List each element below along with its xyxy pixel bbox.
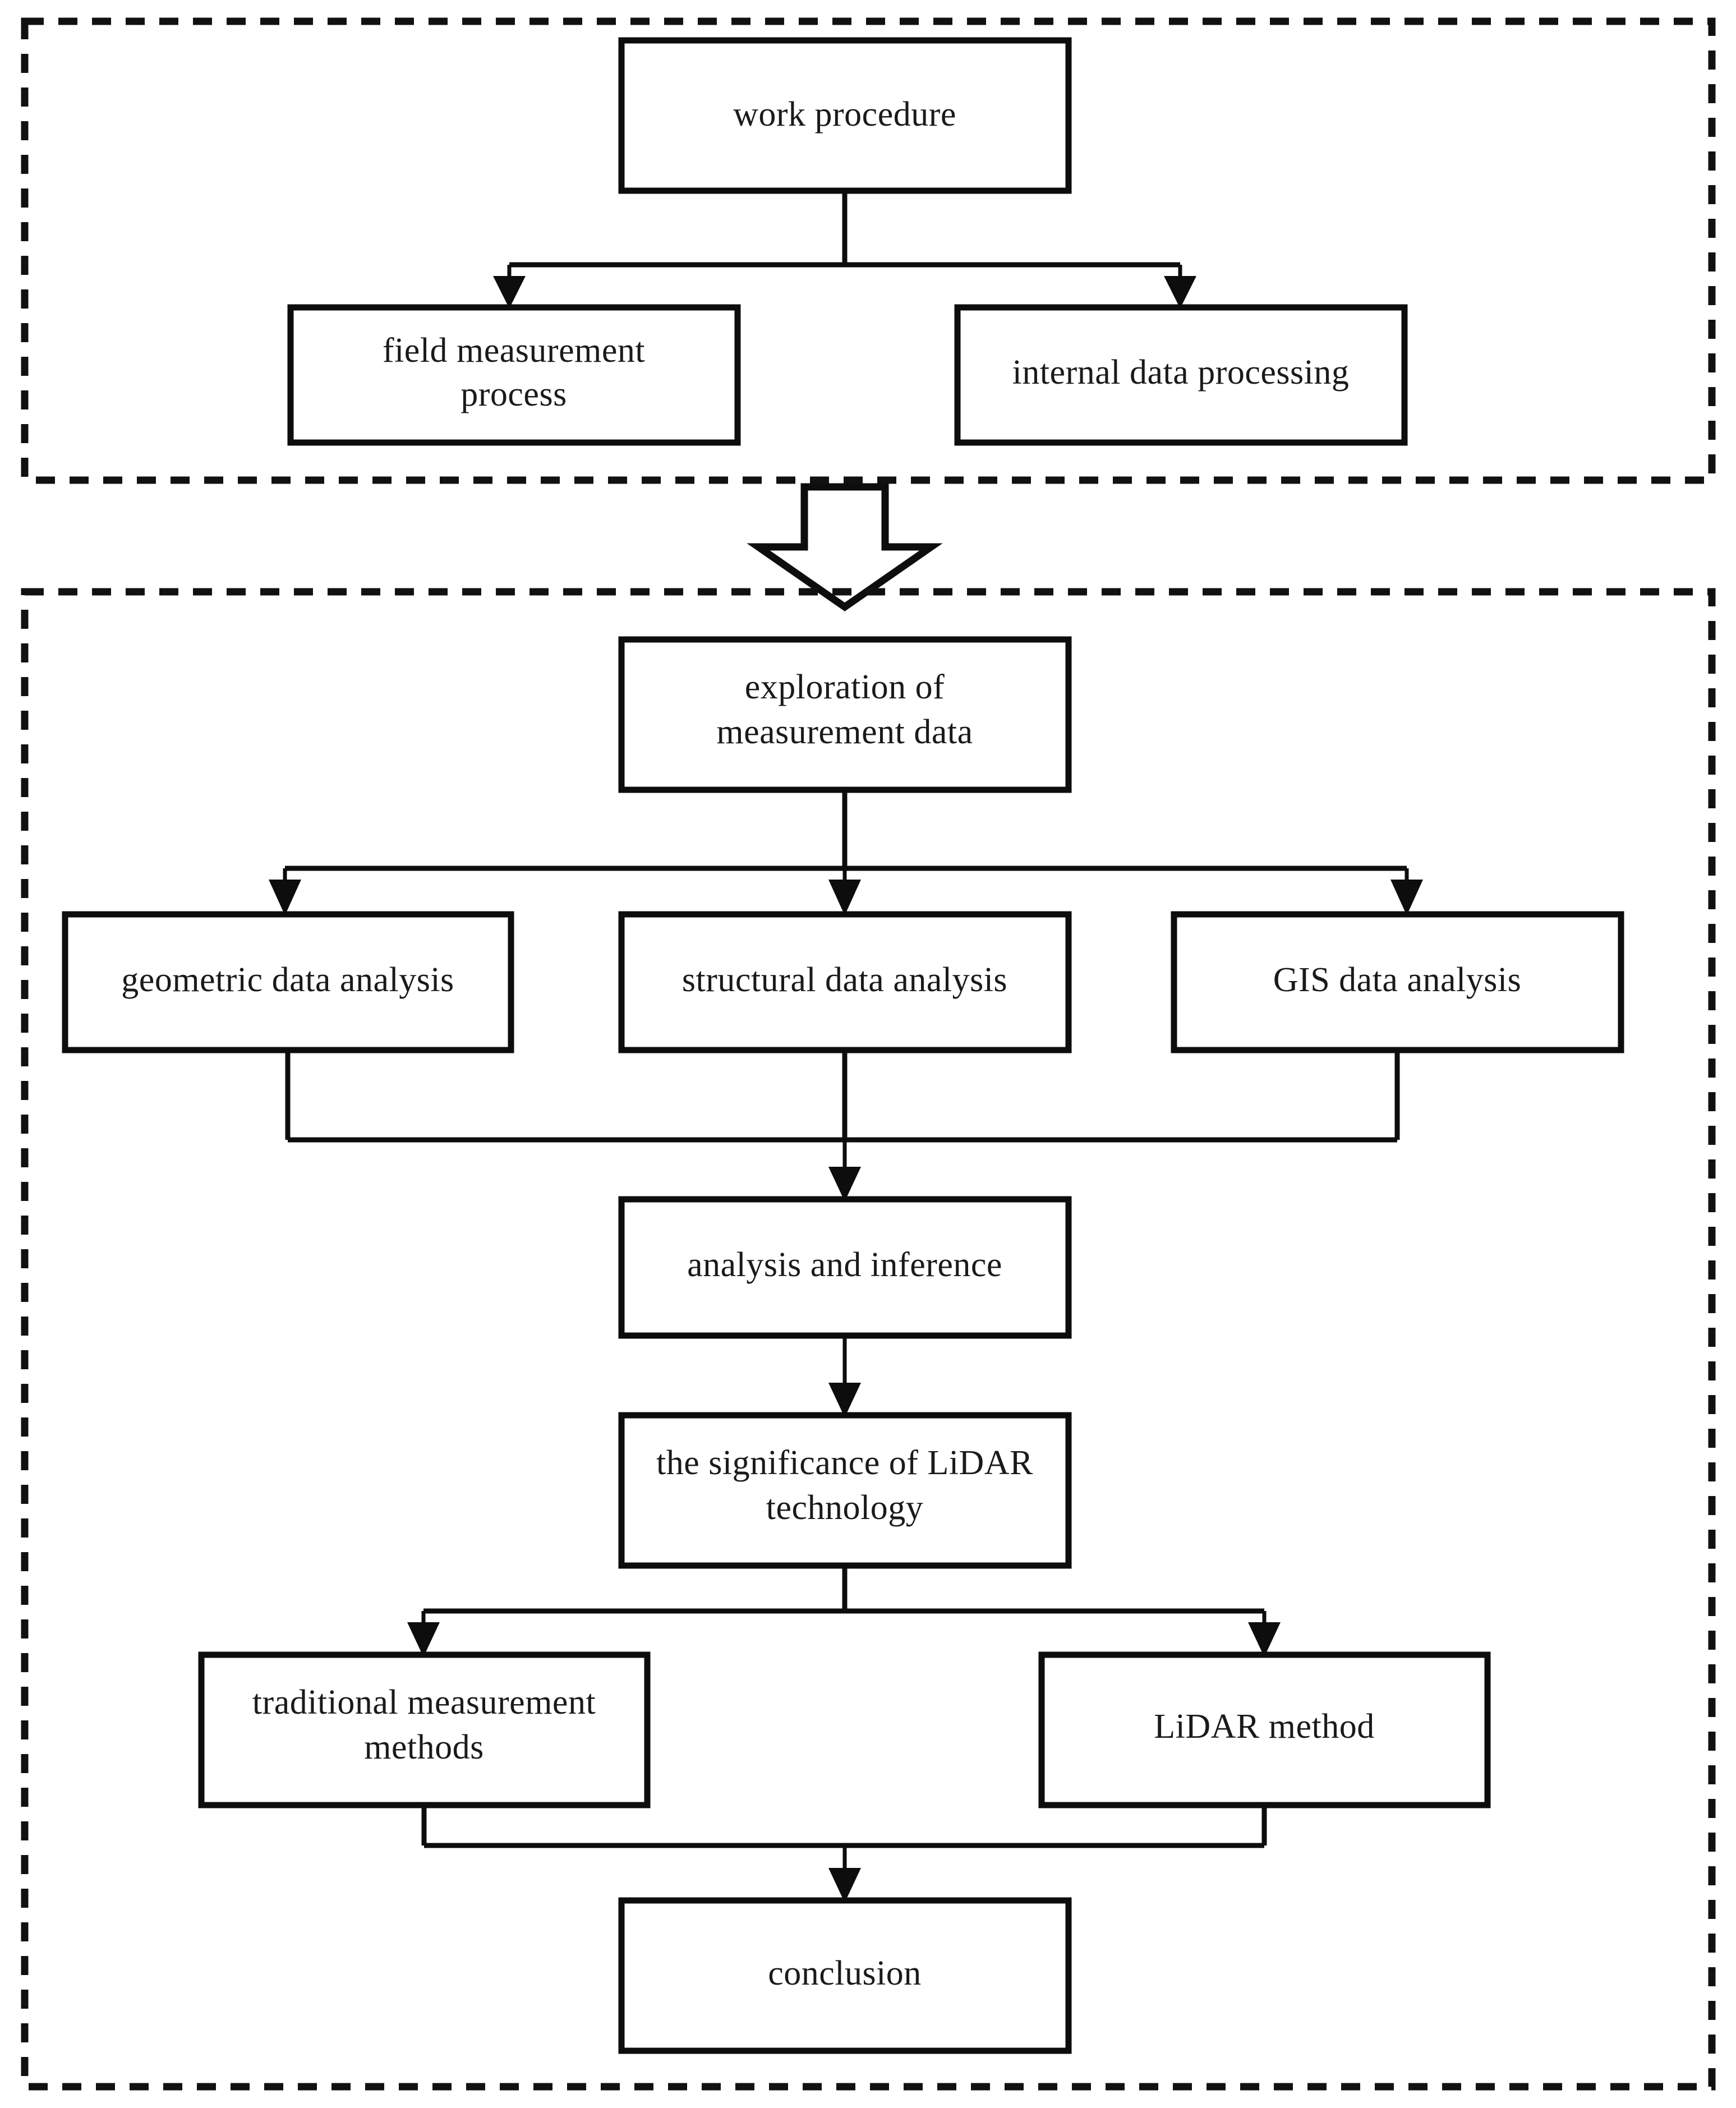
arrow-head-significance bbox=[828, 1383, 861, 1417]
node-traditional-measurement-methods: traditional measurement methods bbox=[198, 1651, 651, 1808]
node-label-geometric-data-analysis: geometric data analysis bbox=[121, 961, 454, 999]
node-label-significance-line2: technology bbox=[766, 1489, 924, 1527]
node-label-structural-data-analysis: structural data analysis bbox=[682, 961, 1007, 999]
node-work-procedure: work procedure bbox=[618, 37, 1072, 194]
node-gis-data-analysis: GIS data analysis bbox=[1171, 911, 1624, 1053]
node-geometric-data-analysis: geometric data analysis bbox=[62, 911, 514, 1053]
connector-split-exploration bbox=[269, 790, 1423, 915]
arrow-head-field bbox=[493, 276, 526, 309]
node-label-traditional-line2: methods bbox=[364, 1728, 484, 1766]
connector-merge-to-analysis bbox=[285, 1050, 1400, 1202]
node-structural-data-analysis: structural data analysis bbox=[618, 911, 1072, 1053]
node-field-measurement-process: field measurement process bbox=[287, 304, 741, 446]
arrow-head-gis bbox=[1390, 880, 1423, 915]
node-label-internal-data-processing: internal data processing bbox=[1012, 353, 1350, 392]
node-label-field-measurement-line2: process bbox=[461, 375, 567, 413]
node-label-exploration-line1: exploration of bbox=[745, 668, 945, 706]
arrow-head-structural bbox=[828, 880, 861, 915]
node-label-traditional-line1: traditional measurement bbox=[252, 1683, 596, 1722]
node-label-lidar-method: LiDAR method bbox=[1154, 1707, 1374, 1746]
node-label-gis-data-analysis: GIS data analysis bbox=[1273, 961, 1521, 999]
node-label-exploration-line2: measurement data bbox=[716, 713, 973, 751]
block-arrow-between-groups bbox=[747, 483, 943, 611]
upper-group-frame bbox=[21, 17, 1716, 484]
connector-analysis-to-significance bbox=[828, 1336, 861, 1417]
connector-split-significance bbox=[407, 1566, 1281, 1657]
node-label-field-measurement-line1: field measurement bbox=[383, 332, 645, 370]
node-significance-of-lidar-technology: the significance of LiDAR technology bbox=[618, 1412, 1072, 1569]
connector-merge-to-conclusion bbox=[421, 1805, 1267, 1903]
node-label-work-procedure: work procedure bbox=[733, 95, 956, 134]
arrow-head-geometric bbox=[269, 880, 301, 915]
arrow-head-conclusion bbox=[828, 1868, 861, 1903]
node-label-significance-line1: the significance of LiDAR bbox=[656, 1444, 1033, 1482]
node-internal-data-processing: internal data processing bbox=[954, 304, 1408, 446]
lower-group-frame bbox=[21, 588, 1716, 2091]
node-lidar-method: LiDAR method bbox=[1038, 1651, 1491, 1808]
node-label-analysis-and-inference: analysis and inference bbox=[687, 1246, 1002, 1284]
node-label-conclusion: conclusion bbox=[768, 1954, 922, 1992]
arrow-head-traditional bbox=[407, 1622, 440, 1657]
arrow-head-analysis bbox=[828, 1167, 861, 1202]
arrow-head-lidar bbox=[1248, 1622, 1281, 1657]
connector-split-work-procedure bbox=[493, 191, 1196, 309]
node-analysis-and-inference: analysis and inference bbox=[618, 1196, 1072, 1339]
node-conclusion: conclusion bbox=[618, 1897, 1072, 2054]
arrow-head-internal bbox=[1164, 276, 1196, 309]
node-exploration-of-measurement-data: exploration of measurement data bbox=[618, 636, 1072, 793]
